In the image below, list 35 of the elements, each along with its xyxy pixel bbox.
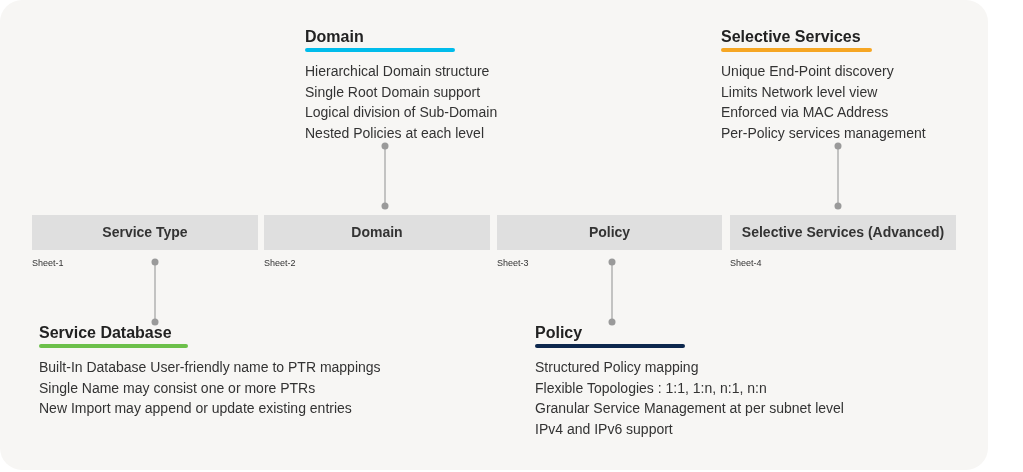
feature-text: Limits Network level view (721, 82, 879, 102)
feature-text: Unique End-Point discovery (721, 62, 895, 81)
section-heading: Domain (305, 27, 365, 47)
leader-line (834, 142, 842, 210)
sheet-label: Sheet-1 (32, 257, 64, 270)
leader-line (608, 258, 616, 326)
feature-text: Built-In Database User-friendly name to PTR mappings (39, 358, 382, 377)
section-heading: Service Database (39, 323, 173, 343)
bar-label: Selective Services (Advanced) (741, 223, 945, 242)
sheet-label: Sheet-2 (264, 257, 296, 270)
process-bar (32, 215, 258, 250)
feature-text: IPv4 and IPv6 support (535, 419, 674, 439)
feature-text: Flexible Topologies : 1:1, 1:n, n:1, n:n (535, 378, 768, 398)
process-bar (497, 215, 722, 250)
feature-text: Single Root Domain support (305, 82, 482, 102)
section-heading: Policy (535, 323, 584, 343)
process-bar (730, 215, 956, 250)
section-heading: Selective Services (721, 27, 862, 47)
leader-line (381, 142, 389, 210)
feature-text: Enforced via MAC Address (721, 103, 890, 122)
feature-text: Granular Service Management at per subnet level (535, 399, 845, 418)
bar-label: Service Type (102, 223, 188, 242)
bar-label: Domain (351, 223, 403, 242)
sheet-label: Sheet-4 (730, 257, 762, 270)
bar-label: Policy (588, 223, 631, 242)
feature-text: New Import may append or update existing entries (39, 399, 353, 418)
sheet-label: Sheet-3 (497, 257, 529, 270)
feature-text: Logical division of Sub-Domain (305, 103, 499, 122)
process-bar (264, 215, 490, 250)
feature-text: Per-Policy services management (721, 123, 927, 143)
feature-text: Structured Policy mapping (535, 358, 700, 377)
feature-text: Single Name may consist one or more PTRs (39, 378, 317, 398)
leader-line (151, 258, 159, 326)
feature-text: Hierarchical Domain structure (305, 62, 491, 81)
feature-text: Nested Policies at each level (305, 123, 485, 143)
